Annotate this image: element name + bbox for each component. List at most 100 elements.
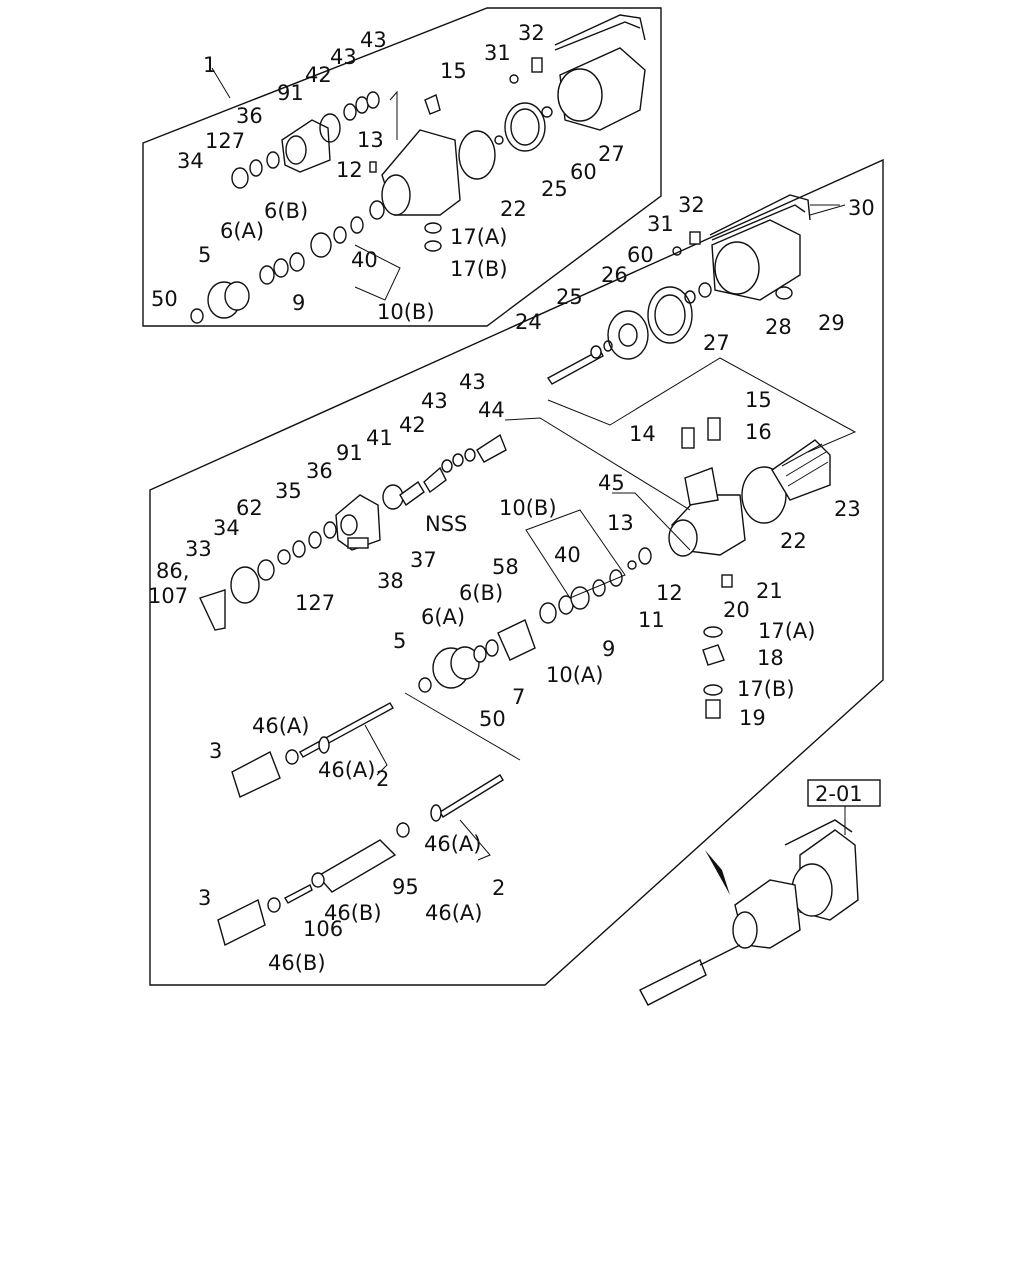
part-callout-top: 43 (330, 45, 357, 69)
part-callout-main: 18 (757, 646, 784, 670)
part-callout-main: 44 (478, 398, 505, 422)
part-callout-main: 2 (376, 767, 389, 791)
part-callout-top: 13 (357, 128, 384, 152)
part-callout-main: 21 (756, 579, 783, 603)
part-callout-main: 42 (399, 413, 426, 437)
part-callout-main: 14 (629, 422, 656, 446)
part-callout-top: 12 (336, 158, 363, 182)
part-callout-main: 3 (198, 886, 211, 910)
part-callout-main: 9 (602, 637, 615, 661)
part-callout-main: 36 (306, 459, 333, 483)
part-callout-main: 46(B) (324, 901, 382, 925)
part-callout-main: 43 (421, 389, 448, 413)
part-callout-main: 10(A) (546, 663, 603, 687)
part-callout-top: 15 (440, 59, 467, 83)
part-callout-main: 10(B) (499, 496, 557, 520)
top-assembly-parts (190, 14, 646, 324)
part-callout-main: 58 (492, 555, 519, 579)
ref-box (807, 779, 881, 807)
part-callout-main: 46(B) (268, 951, 326, 975)
part-callout-main: 45 (598, 471, 625, 495)
part-callout-main: 6(A) (421, 605, 465, 629)
part-callout-main: 6(B) (459, 581, 503, 605)
part-callout-main: 32 (678, 193, 705, 217)
part-callout-top: 91 (277, 81, 304, 105)
part-callout-main: 26 (601, 263, 628, 287)
part-callout-top: 42 (305, 63, 332, 87)
part-callout-main: 60 (627, 243, 654, 267)
part-callout-main: 27 (703, 331, 730, 355)
part-callout-main: 11 (638, 608, 665, 632)
part-callout-main: 46(A) (425, 901, 482, 925)
ref-box-label: 2-01 (815, 782, 863, 806)
part-callout-main: 5 (393, 629, 406, 653)
part-callout-main: 33 (185, 537, 212, 561)
part-callout-main: 86, (156, 559, 189, 583)
part-callout-top: 5 (198, 243, 211, 267)
part-callout-main: 95 (392, 875, 419, 899)
part-callout-main: 50 (479, 707, 506, 731)
part-callout-top: 25 (541, 177, 568, 201)
part-callout-main: 46(A) (424, 832, 481, 856)
part-callout-top: 40 (351, 248, 378, 272)
part-callout-main: 28 (765, 315, 792, 339)
part-callout-top: 31 (484, 41, 511, 65)
pointer-arrow (705, 850, 730, 895)
part-callout-main: 22 (780, 529, 807, 553)
part-callout-main: 19 (739, 706, 766, 730)
part-callout-main: 16 (745, 420, 772, 444)
part-callout-main: 3 (209, 739, 222, 763)
part-callout-top: 22 (500, 197, 527, 221)
part-callout-top: 6(B) (264, 199, 308, 223)
top-assembly-frame (142, 7, 662, 327)
part-callout-main: 12 (656, 581, 683, 605)
part-callout-main: 17(B) (737, 677, 795, 701)
part-callout-top: 27 (598, 142, 625, 166)
part-callout-main: 13 (607, 511, 634, 535)
part-callout-main: 43 (459, 370, 486, 394)
part-callout-main: 107 (148, 584, 188, 608)
part-callout-main: 31 (647, 212, 674, 236)
part-callout-main: 15 (745, 388, 772, 412)
part-callout-top: 17(A) (450, 225, 507, 249)
part-callout-top: 127 (205, 129, 245, 153)
part-callout-main: 24 (515, 310, 542, 334)
part-callout-main: 38 (377, 569, 404, 593)
part-callout-main: 40 (554, 543, 581, 567)
part-callout-top: 36 (236, 104, 263, 128)
part-callout-top: 9 (292, 291, 305, 315)
main-assembly-parts (199, 194, 857, 947)
part-callout-top: 6(A) (220, 219, 264, 243)
part-callout-main: NSS (425, 512, 467, 536)
part-callout-main: 34 (213, 516, 240, 540)
part-callout-top: 43 (360, 28, 387, 52)
part-callout-main: 127 (295, 591, 335, 615)
part-callout-top: 10(B) (377, 300, 435, 324)
part-callout-main: 37 (410, 548, 437, 572)
part-callout-main: 91 (336, 441, 363, 465)
part-callout-main: 7 (512, 685, 525, 709)
part-callout-main: 17(A) (758, 619, 815, 643)
part-callout-top: 17(B) (450, 257, 508, 281)
part-callout-main: 35 (275, 479, 302, 503)
part-callout-main: 106 (303, 917, 343, 941)
part-callout-main: 23 (834, 497, 861, 521)
part-callout-top: 1 (203, 53, 216, 77)
reference-thumbnail: 2-01 (639, 779, 881, 1006)
part-callout-main: 25 (556, 285, 583, 309)
main-assembly-frame (149, 158, 884, 986)
part-callout-main: 46(A) (252, 714, 309, 738)
part-callout-top: 50 (151, 287, 178, 311)
part-callout-main: 29 (818, 311, 845, 335)
part-callout-top: 60 (570, 160, 597, 184)
part-callout-main: 30 (848, 196, 875, 220)
part-callout-top: 32 (518, 21, 545, 45)
part-callout-top: 34 (177, 149, 204, 173)
part-callout-main: 62 (236, 496, 263, 520)
part-callout-main: 46(A) (318, 758, 375, 782)
part-callout-main: 20 (723, 598, 750, 622)
part-callout-main: 2 (492, 876, 505, 900)
